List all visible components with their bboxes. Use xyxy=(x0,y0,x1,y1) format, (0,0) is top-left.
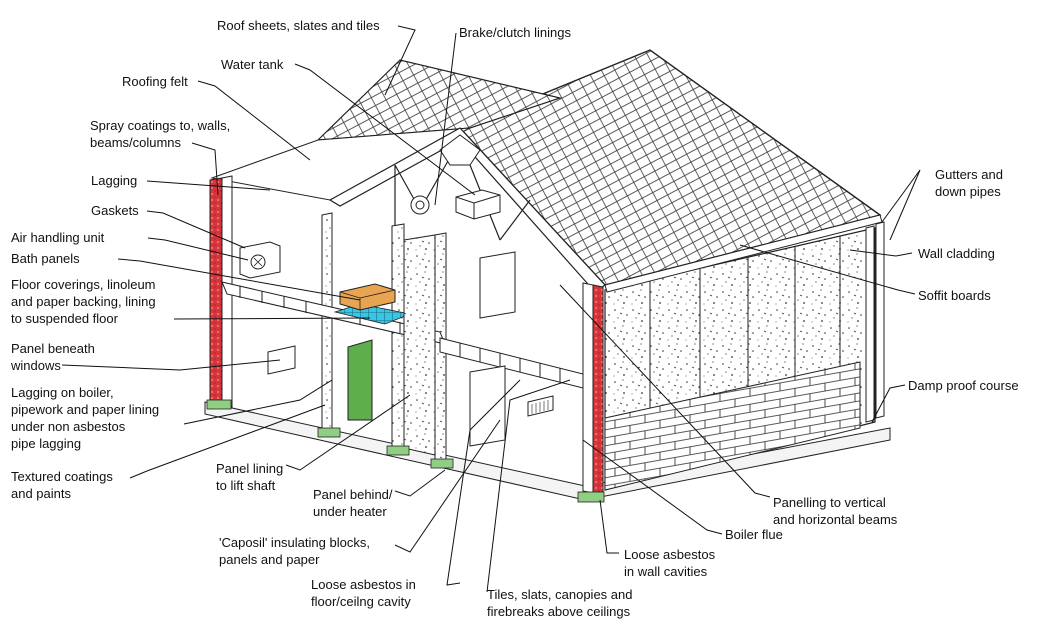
label-panel-heater: Panel behind/ under heater xyxy=(313,487,393,519)
front-wall-section xyxy=(582,282,604,496)
leader-caposil xyxy=(394,419,501,553)
radiator xyxy=(267,345,296,375)
heater xyxy=(527,395,554,417)
label-damp-proof: Damp proof course xyxy=(908,378,1019,393)
label-tiles-slats: Tiles, slats, canopies and firebreaks ab… xyxy=(487,587,633,619)
label-floor-coverings: Floor coverings, linoleum and paper back… xyxy=(11,277,156,326)
label-panelling-beams: Panelling to vertical and horizontal bea… xyxy=(773,495,898,527)
label-soffit: Soffit boards xyxy=(918,288,991,303)
leader-gaskets xyxy=(146,210,246,249)
leader-loose-wall xyxy=(599,499,619,554)
label-lagging: Lagging xyxy=(91,173,138,188)
leader-lagging-boiler xyxy=(183,379,333,425)
label-caposil: 'Caposil' insulating blocks, panels and … xyxy=(219,535,370,567)
leader-bath xyxy=(117,258,361,301)
leader-lift xyxy=(285,394,411,471)
label-roof-sheets: Roof sheets, slates and tiles xyxy=(217,18,380,33)
label-water-tank: Water tank xyxy=(221,57,284,72)
water-tank xyxy=(455,189,501,220)
leader-panelling xyxy=(559,284,771,498)
leader-air-handling xyxy=(147,237,249,261)
leader-floor xyxy=(173,317,371,320)
bath xyxy=(339,283,396,311)
leader-roof-sheets xyxy=(384,25,416,96)
upper-floor xyxy=(221,281,584,389)
label-lagging-boiler: Lagging on boiler, pipework and paper li… xyxy=(11,385,160,451)
leader-textured xyxy=(129,404,326,479)
leader-water-tank xyxy=(294,63,476,196)
label-air-handling: Air handling unit xyxy=(11,230,105,245)
label-panel-lift: Panel lining to lift shaft xyxy=(216,461,284,493)
leader-heater xyxy=(394,469,446,497)
brick-course xyxy=(604,361,861,491)
leader-lines xyxy=(61,25,921,593)
roofing-felt-deck xyxy=(210,127,471,201)
lift-shaft xyxy=(403,234,436,456)
leader-roofing-felt xyxy=(197,80,311,161)
label-loose-floor: Loose asbestos in floor/ceilng cavity xyxy=(311,577,416,609)
columns xyxy=(321,212,447,465)
leader-boiler-flue xyxy=(582,439,723,535)
leader-damp xyxy=(871,384,906,423)
brake-drum xyxy=(410,195,430,215)
leader-gutters-1 xyxy=(881,169,921,223)
leader-panel-windows xyxy=(61,359,281,371)
label-panel-windows: Panel beneath windows xyxy=(11,341,95,373)
label-boiler-flue: Boiler flue xyxy=(725,527,783,542)
label-wall-cladding: Wall cladding xyxy=(918,246,995,261)
label-roofing-felt: Roofing felt xyxy=(122,74,188,89)
label-gaskets: Gaskets xyxy=(91,203,139,218)
label-brake-linings: Brake/clutch linings xyxy=(459,25,571,40)
label-gutters: Gutters and down pipes xyxy=(935,167,1003,199)
footings xyxy=(206,399,605,503)
door xyxy=(347,339,373,421)
leader-soffit xyxy=(739,244,916,295)
leader-cladding xyxy=(849,249,913,257)
roof-right xyxy=(458,49,883,293)
label-textured-coatings: Textured coatings and paints xyxy=(11,469,113,501)
leader-tiles xyxy=(486,379,571,593)
label-bath-panels: Bath panels xyxy=(11,251,80,266)
downpipe xyxy=(865,221,885,423)
leader-lagging xyxy=(146,180,271,191)
leader-brake xyxy=(434,32,457,206)
label-spray-coatings: Spray coatings to, walls, beams/columns xyxy=(90,118,231,150)
air-handling-unit xyxy=(239,241,281,279)
leader-gutters-2 xyxy=(889,169,921,241)
leader-spray xyxy=(191,142,219,196)
label-loose-wall: Loose asbestos in wall cavities xyxy=(624,547,716,579)
leader-loose-floor xyxy=(446,379,521,586)
